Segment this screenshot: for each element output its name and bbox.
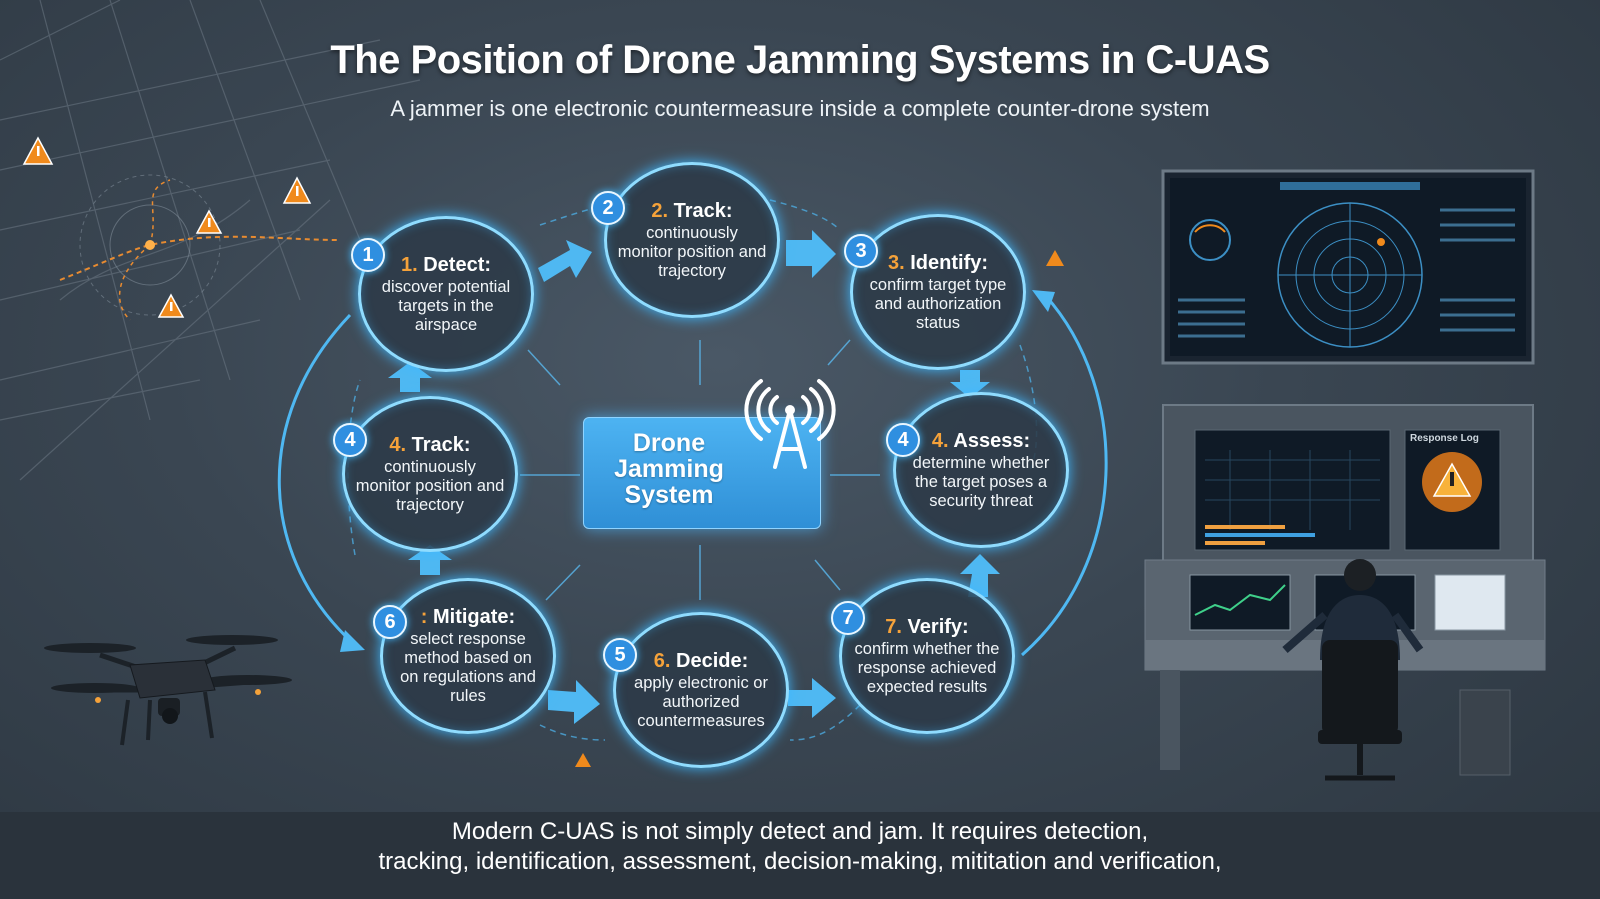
page-title: The Position of Drone Jamming Systems in… <box>330 38 1270 82</box>
step-arrows <box>388 230 1000 724</box>
step-verify-node: 7. Verify: confirm whether the response … <box>839 578 1015 734</box>
step-badge: 1 <box>351 238 385 272</box>
warning-icon <box>195 209 223 234</box>
step-description: apply electronic or authorized counterme… <box>634 673 768 730</box>
drone-flight-path-3 <box>119 244 151 321</box>
step-identify-node: 3. Identify: confirm target type and aut… <box>850 214 1026 370</box>
step-badge: 6 <box>373 605 407 639</box>
step-title: 3. Identify: <box>887 251 989 274</box>
operator-console <box>1144 404 1546 781</box>
warning-icon <box>575 753 591 767</box>
step-assess-node: 4. Assess: determine whether the target … <box>893 392 1069 548</box>
step-title: 4. Track: <box>389 433 471 456</box>
footer-line-1: Modern C-UAS is not simply detect and ja… <box>451 818 1149 845</box>
step-description: continuously monitor position and trajec… <box>617 223 767 280</box>
step-mitigate-node: : Mitigate: select response method based… <box>380 578 556 734</box>
step-title: 4. Assess: <box>931 429 1031 452</box>
step-badge: 5 <box>603 638 637 672</box>
page-subtitle: A jammer is one electronic countermeasur… <box>390 96 1210 121</box>
step-badge: 3 <box>844 234 878 268</box>
map-background <box>0 0 421 481</box>
step-badge: 4 <box>886 423 920 457</box>
drone-flight-path <box>59 235 341 281</box>
radio-tower-icon <box>744 379 836 469</box>
step-description: select response method based on on regul… <box>400 630 536 705</box>
step-badge: 7 <box>831 601 865 635</box>
step-decide-node: 6. Decide: apply electronic or authorize… <box>613 612 789 768</box>
step-description: confirm target type and authorization st… <box>869 275 1007 332</box>
drone-illustration <box>44 635 292 746</box>
radar-monitor <box>1161 169 1535 365</box>
warning-icon <box>22 136 54 165</box>
step-title: 6. Decide: <box>653 649 749 672</box>
hub-spokes <box>520 339 880 601</box>
response-log-label: Response Log <box>1410 433 1479 444</box>
step-description: continuously monitor position and trajec… <box>355 457 505 514</box>
step-description: determine whether the target poses a sec… <box>912 453 1050 510</box>
target-point <box>145 240 155 250</box>
step-track-node: 2. Track: continuously monitor position … <box>604 162 780 318</box>
footer-banner: Modern C-UAS is not simply detect and ja… <box>0 812 1600 899</box>
step-detect-node: 1. Detect: discover potential targets in… <box>358 216 534 372</box>
warning-icon <box>282 176 312 204</box>
drone-flight-path-2 <box>149 179 171 246</box>
step-title: 7. Verify: <box>885 615 969 638</box>
step-title: 2. Track: <box>651 199 733 222</box>
warning-icon <box>1046 250 1064 266</box>
step-title: 1. Detect: <box>400 253 492 276</box>
step-description: discover potential targets in the airspa… <box>381 277 511 334</box>
step-title: : Mitigate: <box>420 606 516 628</box>
warning-icon <box>157 293 185 318</box>
footer-line-2: tracking, identification, assessment, de… <box>378 848 1222 875</box>
arrow-head <box>1032 290 1055 312</box>
center-label: Drone Jamming System <box>614 429 724 509</box>
step-badge: 2 <box>591 191 625 225</box>
radar-rings <box>79 174 221 316</box>
arrow-head <box>340 630 365 652</box>
step-description: confirm whether the response achieved ex… <box>854 639 1000 696</box>
step-track-left-node: 4. Track: continuously monitor position … <box>342 396 518 552</box>
step-badge: 4 <box>333 423 367 457</box>
